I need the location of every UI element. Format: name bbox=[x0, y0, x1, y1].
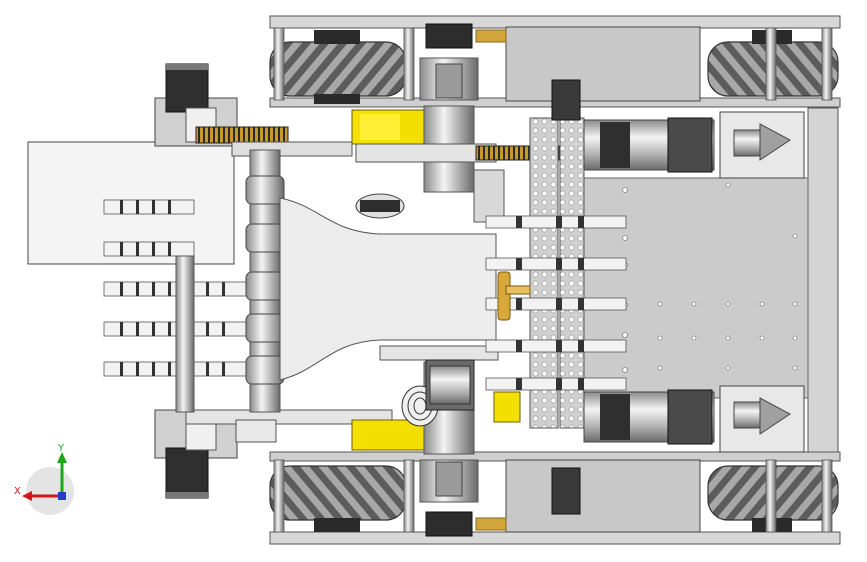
top-drive-pulley[interactable] bbox=[419, 23, 507, 101]
idler-pulley-top[interactable] bbox=[355, 193, 405, 219]
wheel-standoffs bbox=[273, 27, 833, 533]
intake-comb[interactable] bbox=[103, 199, 251, 377]
triad-x-label: X bbox=[14, 486, 21, 497]
intake-shaft[interactable] bbox=[175, 255, 195, 413]
gold-hinge[interactable] bbox=[497, 271, 511, 321]
bottom-drive-pulley[interactable] bbox=[419, 459, 507, 537]
funnel-plate[interactable] bbox=[279, 197, 497, 381]
perforated-rail-left bbox=[529, 117, 559, 429]
bottom-yellow-mount[interactable] bbox=[351, 419, 425, 451]
top-gear-motor[interactable] bbox=[551, 79, 805, 179]
base-plate[interactable] bbox=[559, 177, 809, 399]
mecanum-wheel-front-left[interactable] bbox=[269, 30, 407, 104]
top-gear-rack[interactable] bbox=[195, 126, 289, 144]
slide-bars[interactable] bbox=[485, 215, 627, 391]
roller-stack[interactable] bbox=[245, 149, 285, 413]
triad-y-label: Y bbox=[57, 443, 65, 454]
perforated-rail-right bbox=[559, 117, 585, 429]
bottom-motor-housing[interactable] bbox=[505, 459, 701, 533]
mecanum-wheel-rear-left[interactable] bbox=[269, 465, 407, 532]
bottom-gear-motor[interactable] bbox=[551, 385, 805, 515]
coordinate-triad: Y X bbox=[14, 443, 74, 515]
top-motor-housing[interactable] bbox=[505, 26, 701, 102]
